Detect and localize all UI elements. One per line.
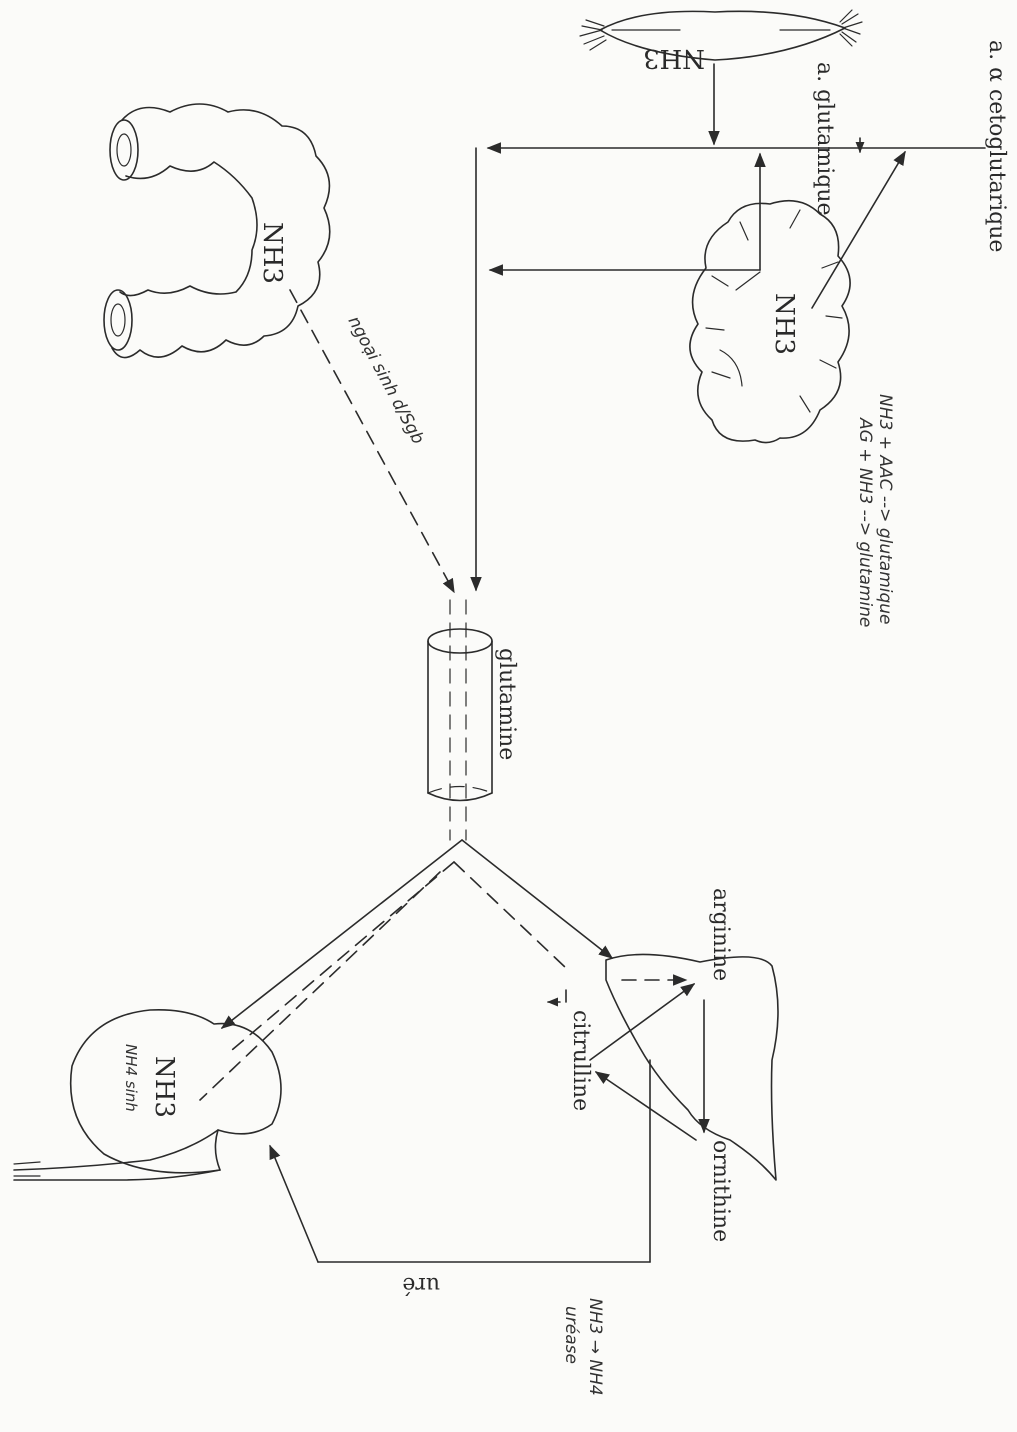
reaction-1-text: NH3 + AAC --> glutamique [875, 394, 895, 625]
citrulline-label: citrulline [568, 1010, 593, 1111]
ngoai-sinh-label: ngoại sinh d/Sgb [344, 313, 428, 448]
ornithine-label: ornithine [708, 1140, 733, 1242]
nh3-intestine-label: NH3 [257, 222, 287, 284]
intestine-icon [104, 104, 330, 358]
acetoglutarique-label: a. α cetoglutarique [984, 40, 1009, 252]
nh3-brain-label: NH3 [769, 293, 799, 355]
top-transport-lines [476, 64, 985, 590]
nh3-muscle-label: NH3 [643, 43, 705, 73]
glutamique-label: a. glutamique [812, 62, 837, 216]
reaction-2-text: AG + NH3 --> glutamine [855, 417, 875, 627]
liver-icon [606, 954, 778, 1180]
nh3-kidney-note: NH4 sinh [122, 1044, 140, 1112]
urease-text: uréase [561, 1306, 581, 1364]
glutamine-cylinder-icon [428, 600, 492, 840]
nh4-reaction-text: NH3 → NH4 [585, 1298, 605, 1396]
arginine-label: arginine [708, 888, 733, 981]
glutamine-branches [200, 840, 612, 1100]
kidney-icon [14, 1010, 281, 1180]
glutamine-label: glutamine [494, 648, 519, 760]
muscle-icon [580, 10, 862, 60]
nh3-kidney-label: NH3 [149, 1056, 179, 1118]
uree-label: uré [402, 1272, 440, 1297]
